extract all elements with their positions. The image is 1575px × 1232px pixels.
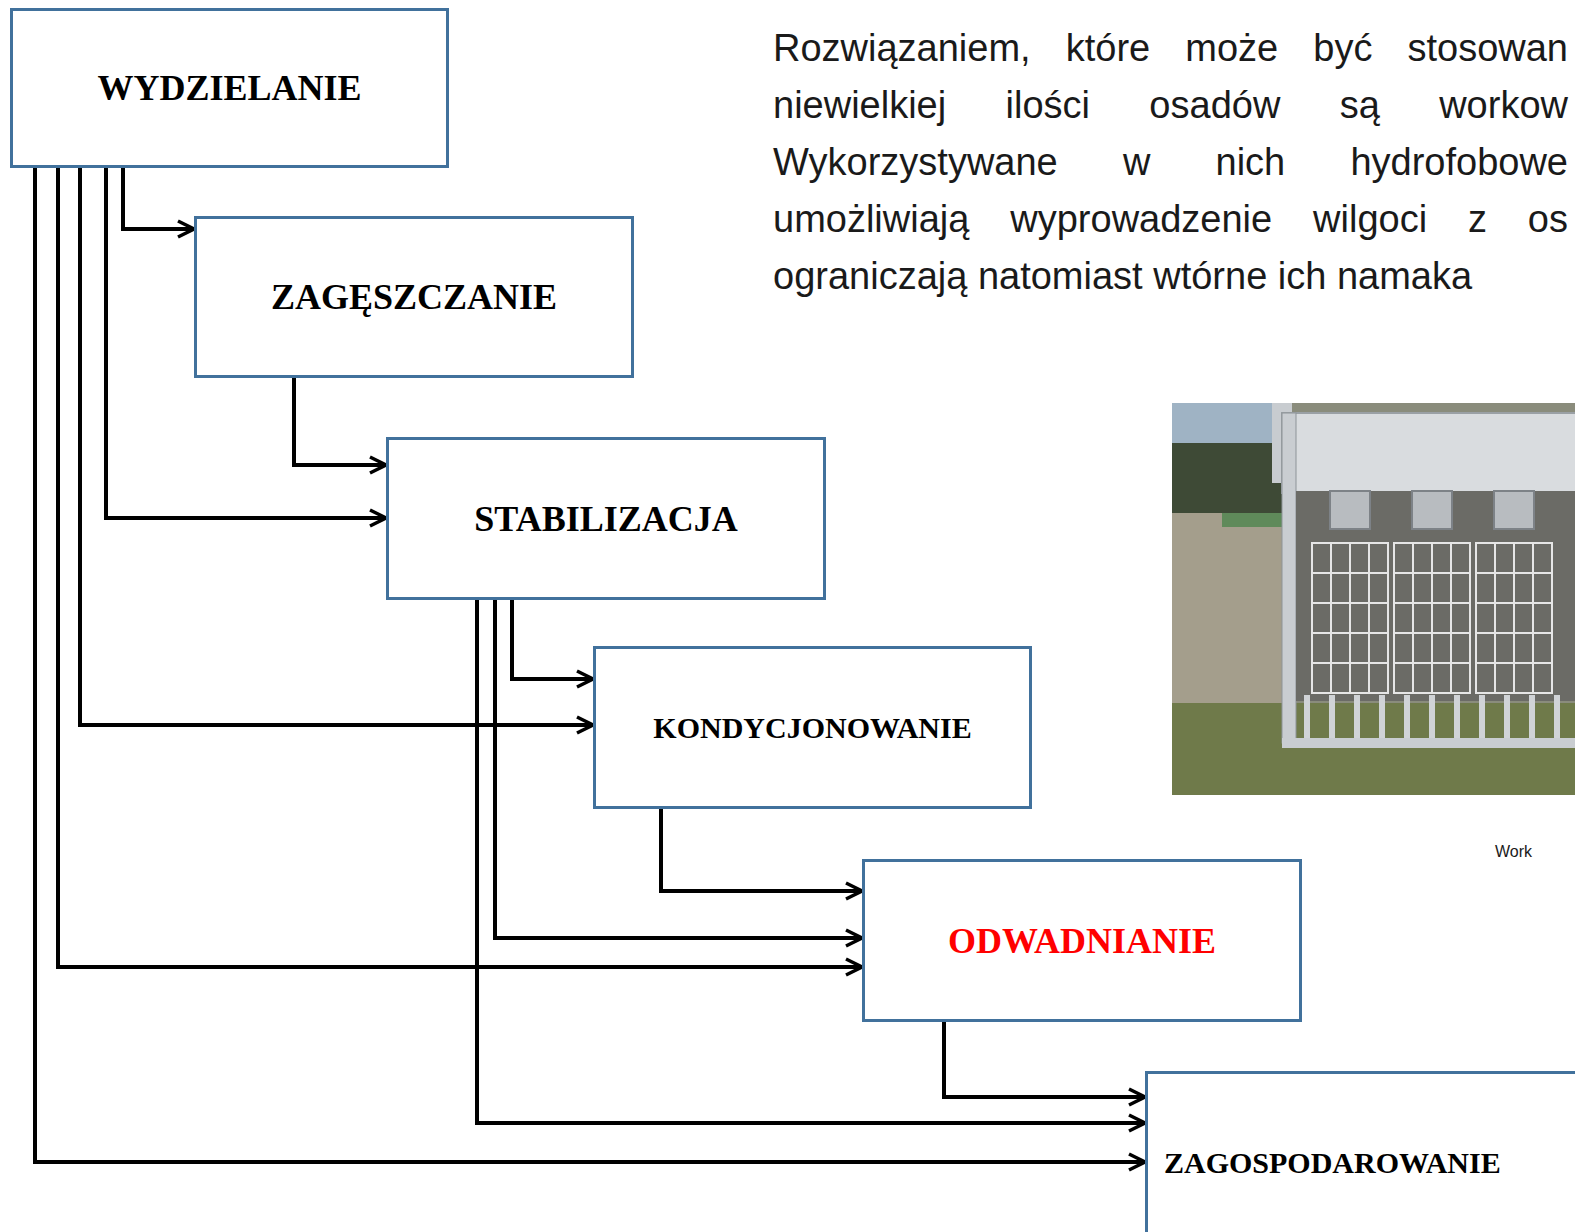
process-box: ZAGOSPODAROWANIE: [1145, 1071, 1575, 1232]
flow-arrow: [944, 1022, 1145, 1097]
photo-gravel: [1172, 513, 1292, 713]
box-label: WYDZIELANIE: [97, 67, 361, 109]
process-box: WYDZIELANIE: [10, 8, 449, 168]
photo-frame-top: [1282, 413, 1575, 493]
box-label: STABILIZACJA: [474, 498, 737, 540]
photo-frame-post: [1282, 413, 1296, 743]
box-label: KONDYCJONOWANIE: [653, 711, 971, 745]
process-box: ZAGĘSZCZANIE: [194, 216, 634, 378]
body-text: Rozwiązaniem, które może być stosowan ni…: [773, 20, 1568, 305]
photo-floor-slats: [1307, 695, 1557, 738]
flow-arrow: [123, 168, 194, 229]
process-box: STABILIZACJA: [386, 437, 826, 600]
photo-motors: [1330, 491, 1534, 529]
photo-baskets: [1312, 543, 1552, 693]
process-box: KONDYCJONOWANIE: [593, 646, 1032, 809]
box-label: ZAGOSPODAROWANIE: [1164, 1146, 1501, 1180]
flow-arrow: [512, 600, 593, 679]
photo-frame-inside: [1296, 491, 1575, 701]
box-label: ODWADNIANIE: [948, 920, 1216, 962]
flow-arrow: [294, 378, 386, 465]
sludge-bag-dewatering-photo: [1172, 403, 1575, 795]
photo-trees: [1172, 403, 1292, 513]
photo-frame-base: [1282, 738, 1575, 748]
photo-caption: Work: [1495, 842, 1573, 862]
photo-grass: [1172, 703, 1575, 795]
box-label: ZAGĘSZCZANIE: [271, 276, 557, 318]
flow-arrow: [58, 168, 862, 967]
flow-arrow: [661, 809, 862, 891]
process-box: ODWADNIANIE: [862, 859, 1302, 1022]
